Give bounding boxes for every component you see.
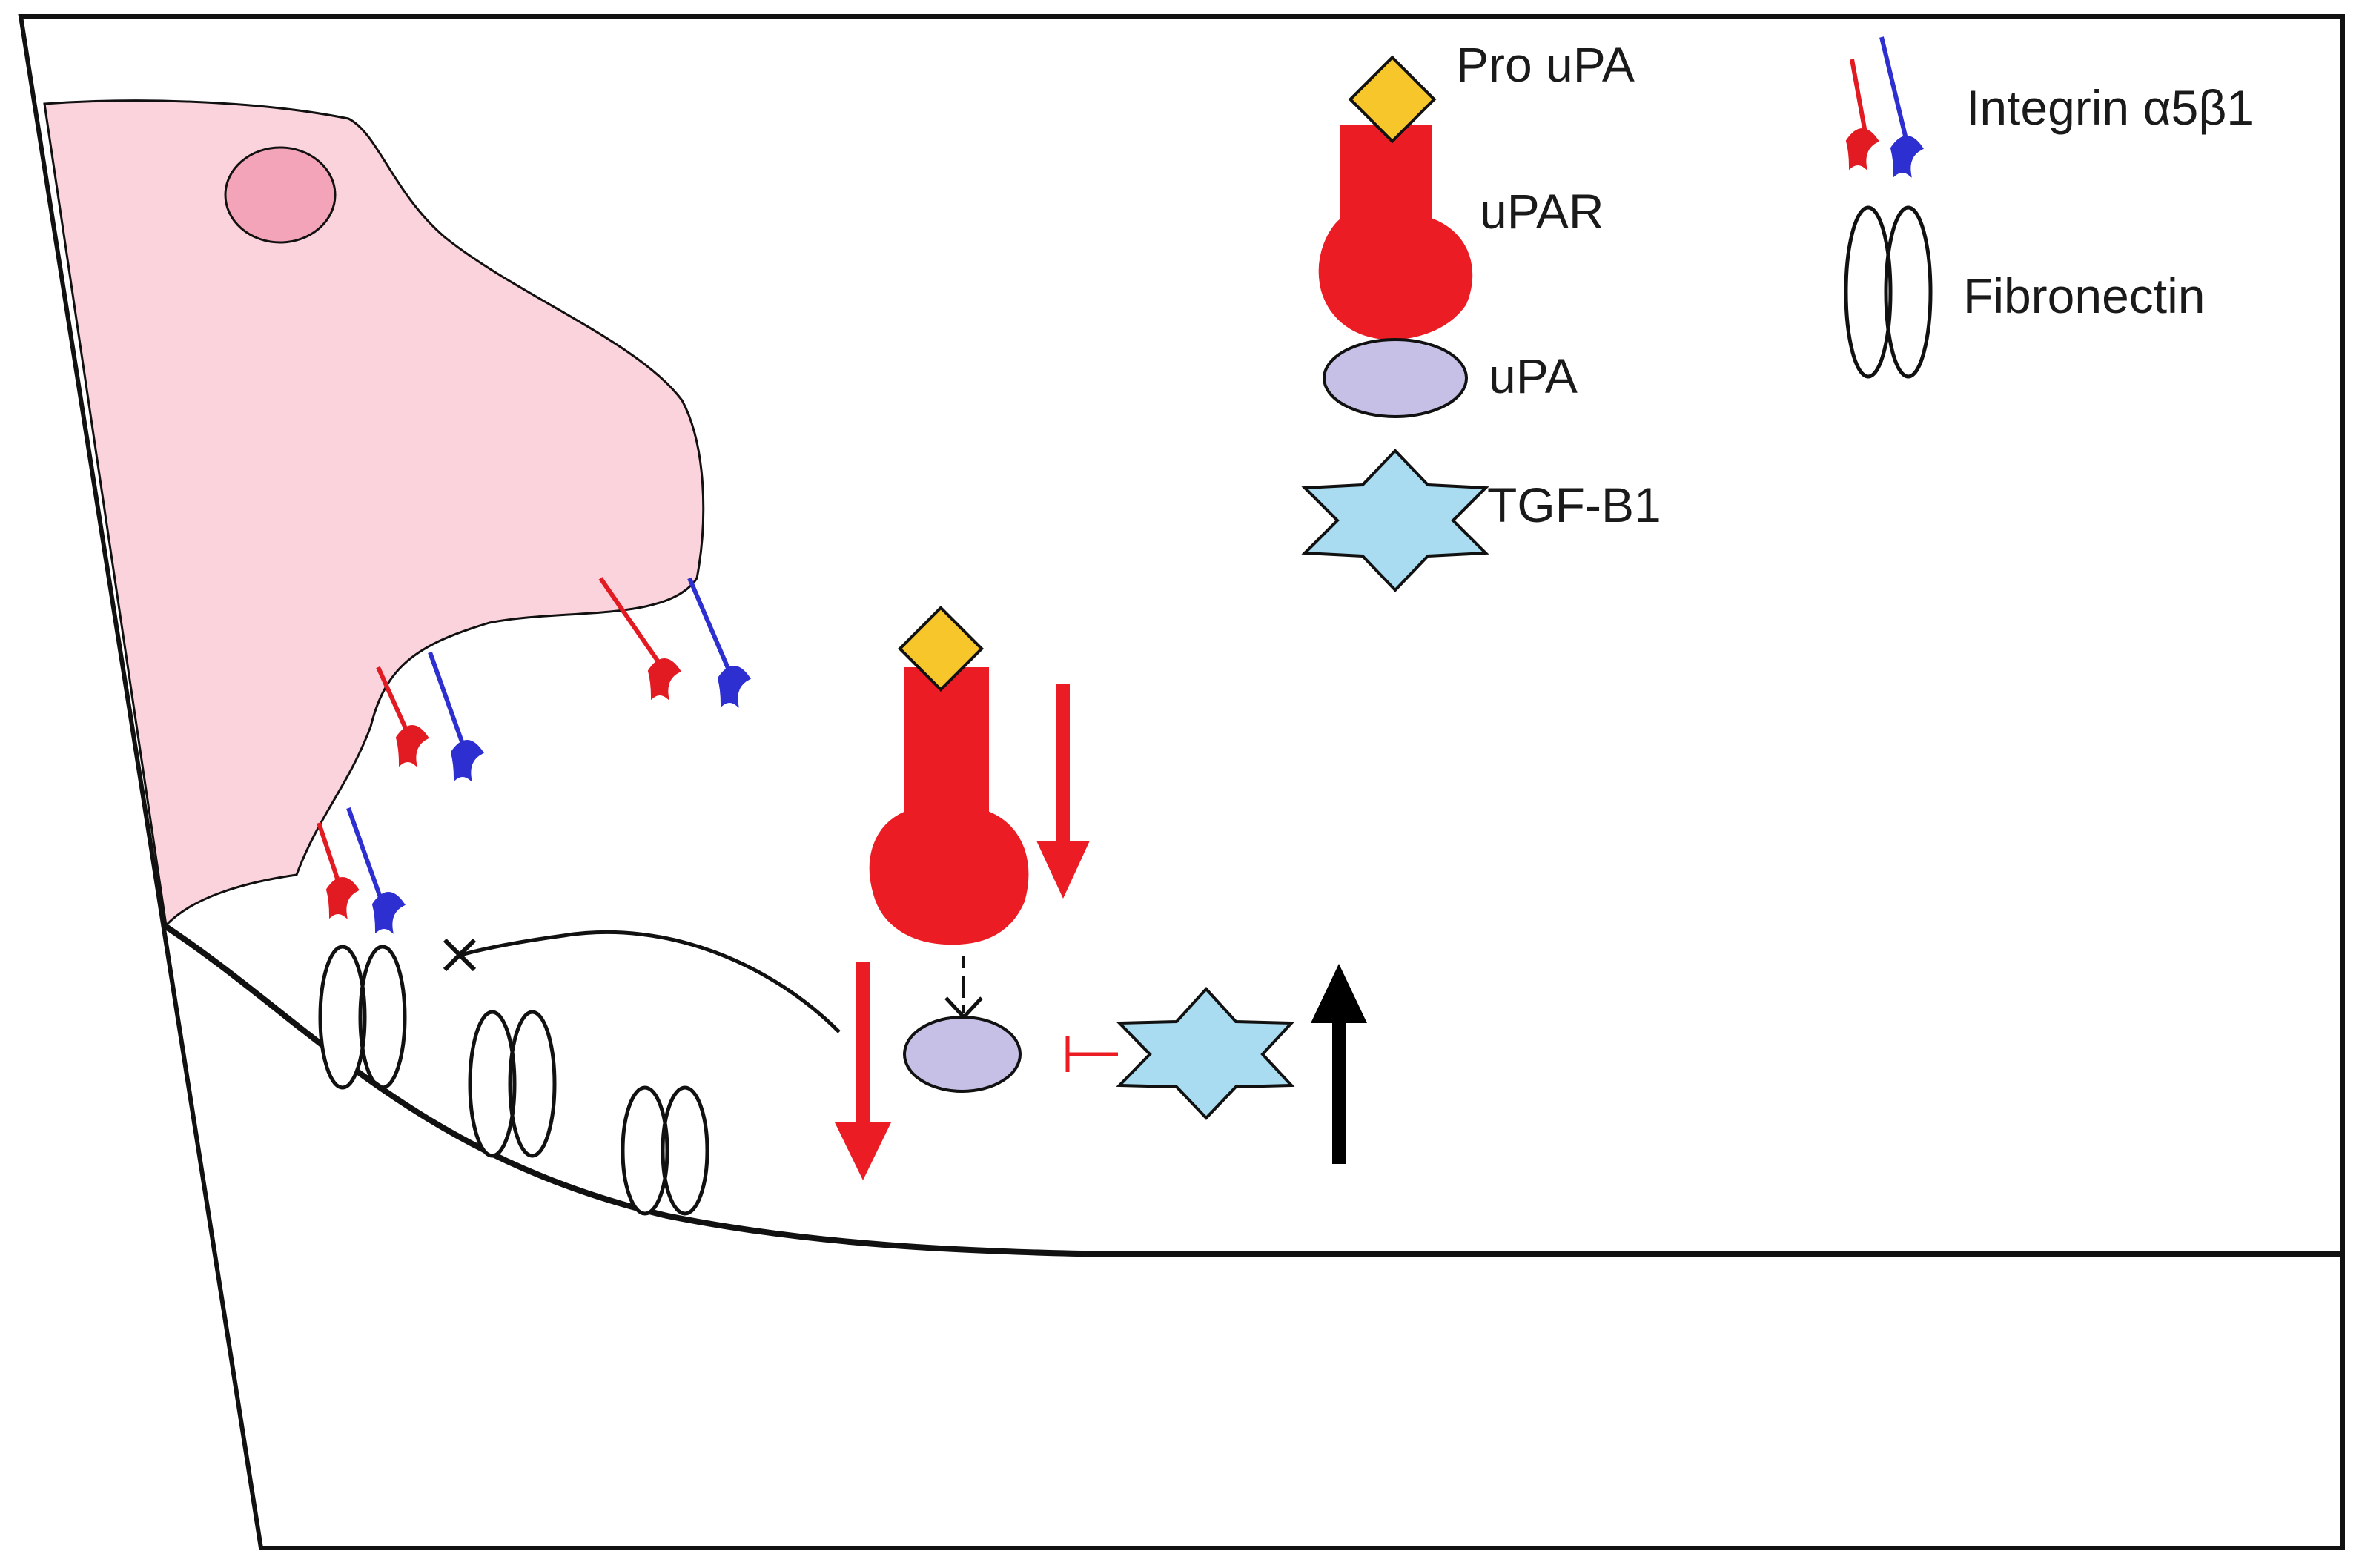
fibronectin-strand [318,945,367,1090]
legend-pro-upa-diamond [1348,55,1437,144]
tissue-surface-line [164,924,2343,1257]
blocked-x-mark [443,938,477,972]
integrin-receptor-2 [376,651,484,782]
fibronectin-strand [508,1010,557,1158]
fibronectin-3 [621,1085,709,1216]
integrin-receptor-1 [598,577,751,708]
integrin-beta-subunit [1879,36,1910,149]
legend-upa-label: uPA [1489,348,1578,403]
legend-integrin-label: Integrin α5β1 [1966,80,2254,135]
integrin-beta-subunit [346,807,388,913]
integrin-beta-head [371,892,406,934]
integrin-alpha-subunit [1850,59,1869,142]
integrin-alpha-head [647,658,681,701]
fibronectin-strand [621,1085,669,1216]
integrin-receptor-3 [317,807,406,934]
legend-upar-item [1318,55,1473,340]
arrow-head [835,1122,891,1180]
legend-upar-shape [1318,125,1473,340]
legend-upa-ellipse [1323,338,1468,418]
fibronectin-1 [318,945,407,1090]
cell [43,99,705,928]
cell-nucleus [224,146,337,244]
integrin-beta-subunit [428,651,469,758]
fibronectin-strand [358,945,407,1090]
integrin-beta-head [717,666,751,708]
fibronectin-strand [468,1010,517,1158]
upar-receptor-center [869,606,1029,945]
legend-fibronectin-label: Fibronectin [1963,268,2206,323]
legend-integrin-icon [1845,36,1924,178]
arrow-head [1036,841,1090,899]
fibronectin-2 [468,1010,557,1158]
upar-shape [869,667,1029,945]
integrin-alpha-head [325,877,360,919]
integrin-alpha-head [395,725,429,767]
frame-outline [18,14,2345,1550]
pro-upa-diamond [898,606,984,692]
upar-decrease-arrow [1036,684,1090,899]
legend-tgf-label: TGF-B1 [1487,477,1661,532]
fibronectin-strand [661,1085,709,1216]
integrin-alpha-head [1845,128,1879,171]
cell-body [43,99,705,928]
legend-fibronectin-icon [1844,205,1933,379]
legend-tgf-star [1301,449,1489,592]
blocked-binding [443,930,841,1033]
integrin-beta-head [450,740,484,782]
legend: Pro uPA uPAR uPA TGF-B1 Integrin α5β1 Fi… [1301,36,2254,592]
upa-to-fibronectin-line [460,930,841,1033]
fibronectin-strand [1884,205,1933,379]
integrin-alpha-subunit [598,577,669,676]
legend-pro-upa-label: Pro uPA [1456,37,1635,92]
integrin-beta-subunit [687,577,736,684]
tgf-star-center [1116,987,1295,1120]
fibronectin-strand [1844,205,1893,379]
integrin-beta-head [1890,136,1924,178]
upa-decrease-arrow [835,962,891,1180]
arrow-head [1311,964,1367,1023]
tgf-inhibits-upa [1065,1036,1118,1072]
legend-upar-label: uPAR [1480,184,1604,239]
frame [18,14,2345,1550]
upa-center [903,1016,1022,1093]
tgf-increase-arrow [1311,964,1367,1164]
